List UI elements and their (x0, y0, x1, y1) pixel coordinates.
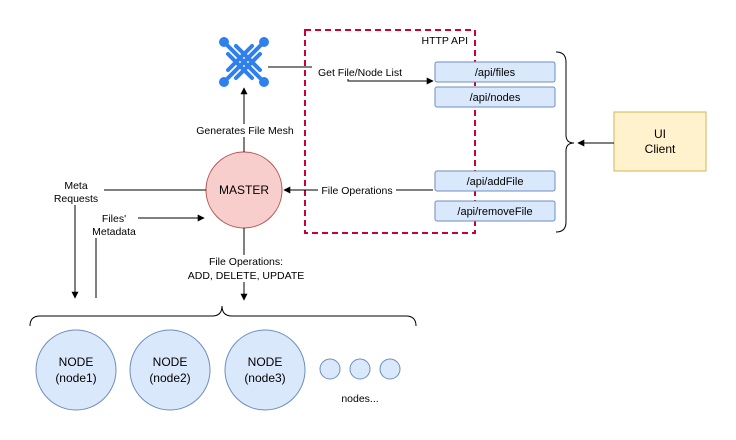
ui-client-box: UI Client (613, 111, 707, 172)
svg-text:/api/addFile: /api/addFile (467, 176, 524, 188)
svg-text:(node1): (node1) (55, 371, 96, 385)
node-operations-label-1: File Operations: (209, 256, 283, 268)
svg-text:UI: UI (654, 127, 666, 141)
http-api-title: HTTP API (422, 35, 469, 47)
endpoint-nodes: /api/nodes (434, 86, 556, 108)
file-operations-label: File Operations (321, 185, 392, 197)
meta-requests-label-1: Meta (64, 180, 88, 192)
node-operations-label-2: ADD, DELETE, UPDATE (188, 270, 305, 282)
mesh-label: Generates File Mesh (196, 125, 294, 137)
svg-text:/api/removeFile: /api/removeFile (457, 206, 532, 218)
get-list-label: Get File/Node List (318, 67, 402, 79)
svg-text:nodes...: nodes... (341, 393, 378, 405)
svg-text:MASTER: MASTER (219, 183, 269, 197)
more-nodes: nodes... (319, 358, 401, 405)
meta-requests-label-2: Requests (54, 193, 98, 205)
endpoint-remove-file: /api/removeFile (434, 200, 556, 222)
node-1: NODE (node1) (35, 329, 117, 411)
node-2: NODE (node2) (129, 329, 211, 411)
node-3: NODE (node3) (224, 329, 306, 411)
mesh-network-icon (219, 37, 269, 87)
svg-text:NODE: NODE (248, 355, 283, 369)
api-group-brace (555, 51, 575, 233)
svg-text:Client: Client (645, 142, 676, 156)
endpoint-add-file: /api/addFile (434, 170, 556, 192)
svg-text:/api/nodes: /api/nodes (470, 92, 521, 104)
endpoint-files: /api/files (434, 61, 556, 83)
nodes-group-brace (29, 305, 417, 327)
svg-text:/api/files: /api/files (475, 67, 516, 79)
http-api-boundary (304, 29, 476, 234)
svg-text:NODE: NODE (153, 355, 188, 369)
svg-text:(node2): (node2) (149, 371, 190, 385)
svg-text:(node3): (node3) (244, 371, 285, 385)
svg-text:NODE: NODE (59, 355, 94, 369)
master-node: MASTER (205, 151, 283, 229)
files-metadata-label-2: Metadata (92, 226, 136, 238)
files-metadata-label-1: Files' (102, 213, 126, 225)
